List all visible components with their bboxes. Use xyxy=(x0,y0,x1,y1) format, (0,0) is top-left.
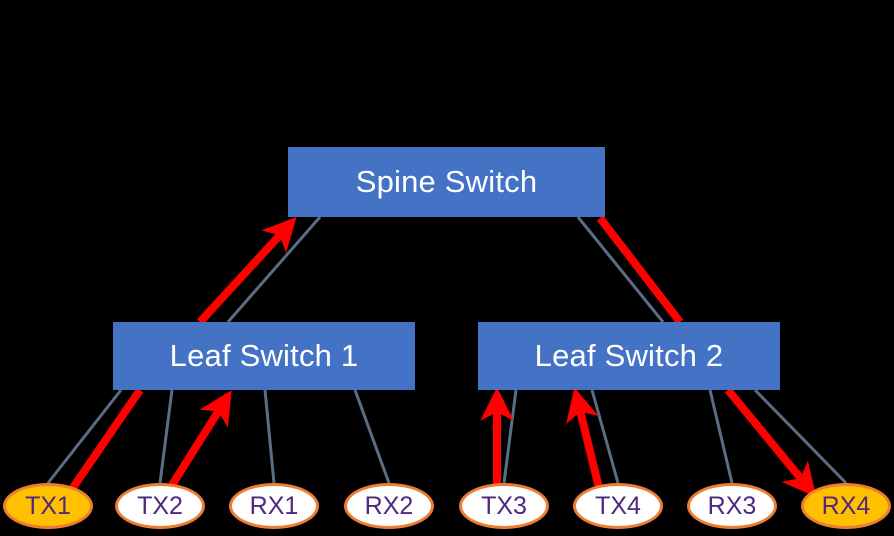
link-tx3-leaf2 xyxy=(502,389,518,484)
link-rx4-leaf2 xyxy=(753,388,848,485)
switch-spine[interactable]: Spine Switch xyxy=(288,147,605,217)
endpoint-tx2[interactable]: TX2 xyxy=(115,483,205,529)
endpoint-tx4[interactable]: TX4 xyxy=(573,483,663,529)
endpoint-tx3[interactable]: TX3 xyxy=(459,483,549,529)
endpoint-tx2-label: TX2 xyxy=(137,491,183,520)
highlight-link-tx1-leaf1 xyxy=(66,387,144,495)
endpoint-tx1-label: TX1 xyxy=(25,491,71,520)
switch-spine-label: Spine Switch xyxy=(355,164,538,199)
normal-links-group xyxy=(46,216,848,485)
link-rx2-leaf1 xyxy=(353,389,391,484)
endpoint-rx4-label: RX4 xyxy=(821,491,871,520)
highlight-link-leaf2-rx4 xyxy=(724,387,817,498)
highlight-link-tx2-leaf1 xyxy=(168,390,232,488)
switch-leaf1-label: Leaf Switch 1 xyxy=(169,338,359,373)
endpoint-rx3-label: RX3 xyxy=(707,491,757,520)
endpoint-rx2[interactable]: RX2 xyxy=(344,483,434,529)
switch-leaf2[interactable]: Leaf Switch 2 xyxy=(478,322,780,390)
link-leaf2-spine xyxy=(576,216,665,323)
link-rx1-leaf1 xyxy=(263,389,276,484)
endpoint-tx3-label: TX3 xyxy=(481,491,527,520)
link-rx3-leaf2 xyxy=(708,389,734,484)
endpoint-rx1-label: RX1 xyxy=(249,491,299,520)
link-tx2-leaf1 xyxy=(158,389,174,484)
highlight-link-tx4-leaf2 xyxy=(566,387,604,493)
switch-leaf2-label: Leaf Switch 2 xyxy=(534,338,724,373)
endpoint-rx1[interactable]: RX1 xyxy=(229,483,319,529)
endpoint-tx4-label: TX4 xyxy=(595,491,641,520)
endpoint-rx3[interactable]: RX3 xyxy=(687,483,777,529)
link-tx1-leaf1 xyxy=(46,389,123,484)
highlight-link-leaf1-spine xyxy=(197,217,297,325)
endpoint-tx1[interactable]: TX1 xyxy=(3,483,93,529)
highlight-link-spine-leaf2 xyxy=(596,215,684,325)
endpoint-rx2-label: RX2 xyxy=(364,491,414,520)
highlighted-path-group xyxy=(66,215,817,498)
link-leaf1-spine xyxy=(226,216,322,323)
switch-leaf1[interactable]: Leaf Switch 1 xyxy=(113,322,415,390)
endpoint-rx4[interactable]: RX4 xyxy=(801,483,891,529)
